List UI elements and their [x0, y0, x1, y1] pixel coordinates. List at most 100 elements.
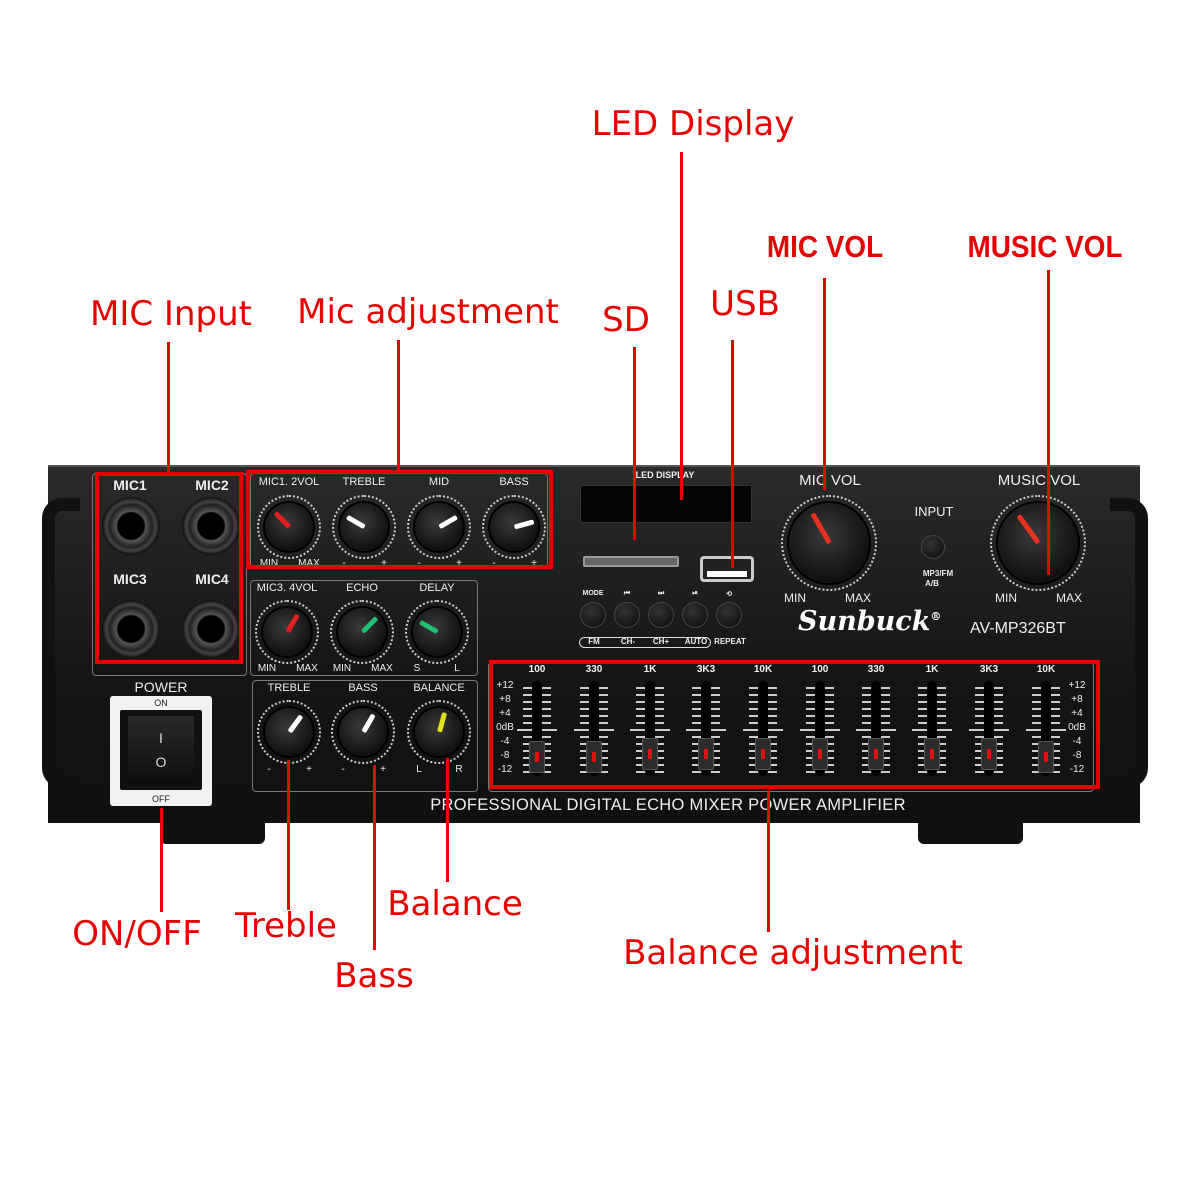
eq-slider-10K-left[interactable]: [755, 737, 771, 770]
on-off-leader-line: [160, 808, 163, 912]
knob-treble[interactable]: [265, 708, 313, 756]
eq-band-label: 3K3: [979, 664, 999, 675]
mic-vol-max: MAX: [844, 591, 872, 605]
knob-delay[interactable]: [413, 608, 461, 656]
annotation-bass: Bass: [334, 956, 414, 996]
eq-scale-left: 0dB: [496, 722, 514, 733]
eq-band-label: 3K3: [696, 664, 716, 675]
eq-scale-left: -12: [497, 764, 513, 775]
media-button-4[interactable]: [716, 602, 742, 628]
annotation-on-off: ON/OFF: [72, 914, 202, 954]
eq-scale-right: +8: [1071, 694, 1083, 705]
knob-mid[interactable]: [415, 503, 463, 551]
knob-max-label: +: [380, 764, 386, 775]
knob-indicator: [286, 714, 303, 734]
eq-slider-track: [645, 681, 655, 776]
media-button-label: ⏭: [657, 590, 665, 597]
knob-max-label: L: [454, 663, 460, 674]
eq-scale-right: 0dB: [1068, 722, 1086, 733]
mic1-jack[interactable]: [102, 497, 160, 555]
eq-highlight: [489, 660, 1100, 789]
knob-echo[interactable]: [338, 608, 386, 656]
eq-slider-track: [871, 681, 881, 776]
music-vol-label: MUSIC VOL: [997, 472, 1081, 489]
eq-slider-10K-right[interactable]: [1038, 741, 1054, 773]
knob-max-label: MAX: [371, 663, 393, 674]
eq-slider-track: [927, 681, 937, 776]
eq-scale-left: +8: [499, 694, 511, 705]
knob-scale-dots: [255, 600, 319, 664]
knob-bass[interactable]: [339, 708, 387, 756]
knob-balance[interactable]: [415, 708, 463, 756]
media-function-label: AUTO: [684, 637, 708, 646]
knob-min-label: -: [342, 558, 346, 569]
annotation-mic-vol: MIC VOL: [766, 229, 884, 264]
eq-scale-right: -8: [1072, 750, 1082, 761]
eq-slider-330-right[interactable]: [868, 737, 884, 770]
input-button[interactable]: [921, 535, 945, 559]
eq-slider-3K3-left[interactable]: [698, 737, 714, 770]
media-function-label: REPEAT: [714, 637, 746, 646]
eq-slider-330-left[interactable]: [586, 741, 602, 773]
power-i-mark: I: [159, 730, 163, 746]
eq-scale-left: -8: [500, 750, 510, 761]
music-vol-min: MIN: [995, 591, 1017, 605]
mic-vol-label: MIC VOL: [799, 472, 861, 489]
eq-slider-track: [532, 681, 542, 776]
knob-bass[interactable]: [490, 503, 538, 551]
knob-scale-dots: [331, 700, 395, 764]
media-button-0[interactable]: [580, 602, 606, 628]
knob-min-label: MIN: [257, 663, 277, 674]
eq-band-label: 1K: [643, 664, 657, 675]
annotation-mic-adjustment: Mic adjustment: [297, 292, 559, 332]
knob-scale-dots: [990, 495, 1086, 591]
eq-slider-track: [984, 681, 994, 776]
music-vol-knob[interactable]: [998, 503, 1078, 583]
knob-indicator: [284, 613, 300, 634]
music-vol-leader-line: [1047, 270, 1050, 575]
knob-label: MIC3. 4VOL: [256, 582, 318, 594]
annotation-treble: Treble: [235, 906, 337, 946]
knob-scale-dots: [257, 495, 321, 559]
knob-treble[interactable]: [340, 503, 388, 551]
eq-scale-left: +12: [496, 680, 514, 691]
usb-port[interactable]: [700, 556, 754, 582]
mic-input-leader-line: [167, 342, 170, 472]
sd-card-slot[interactable]: [583, 556, 679, 567]
eq-slider-1K-right[interactable]: [924, 737, 940, 770]
media-button-label: ⏮: [623, 590, 631, 597]
knob-label: BALANCE: [413, 682, 465, 694]
eq-scale-left: -4: [500, 736, 510, 747]
knob-min-label: -: [492, 558, 496, 569]
annotation-balance: Balance: [387, 884, 523, 924]
music-vol-max: MAX: [1055, 591, 1083, 605]
eq-band-label: 10K: [1036, 664, 1056, 675]
eq-band-label: 100: [811, 664, 829, 675]
knob-min-label: L: [416, 764, 422, 775]
mic4-label: MIC4: [195, 571, 229, 587]
mic-vol-knob[interactable]: [789, 503, 869, 583]
annotation-usb: USB: [710, 284, 780, 324]
knob-scale-dots: [332, 495, 396, 559]
power-switch[interactable]: I O: [120, 710, 202, 790]
foot: [918, 822, 1023, 844]
media-function-label: CH-: [620, 637, 636, 646]
knob-label: BASS: [499, 476, 529, 488]
eq-scale-right: +12: [1068, 680, 1086, 691]
media-button-1[interactable]: [614, 602, 640, 628]
eq-slider-3K3-right[interactable]: [981, 737, 997, 770]
knob-indicator: [810, 512, 832, 545]
knob-mic3-4vol[interactable]: [263, 608, 311, 656]
eq-slider-100-right[interactable]: [812, 737, 828, 770]
eq-slider-100-left[interactable]: [529, 741, 545, 773]
mic4-jack[interactable]: [182, 600, 240, 658]
eq-slider-1K-left[interactable]: [642, 737, 658, 770]
media-button-2[interactable]: [648, 602, 674, 628]
media-button-3[interactable]: [682, 602, 708, 628]
knob-mic1-2vol[interactable]: [265, 503, 313, 551]
mic2-jack[interactable]: [182, 497, 240, 555]
mic-vol-min: MIN: [784, 591, 806, 605]
annotation-music-vol: MUSIC VOL: [967, 229, 1123, 264]
knob-indicator: [360, 615, 379, 634]
mic3-jack[interactable]: [102, 600, 160, 658]
